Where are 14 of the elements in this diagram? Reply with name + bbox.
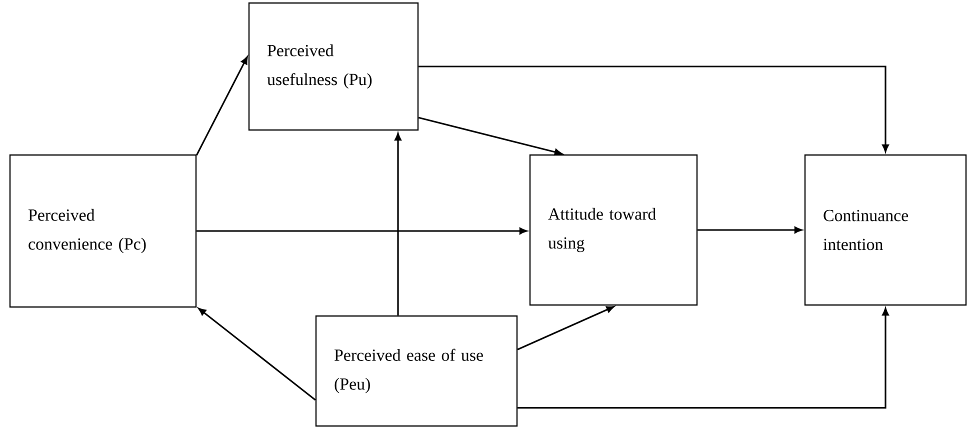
arrow <box>196 56 248 156</box>
arrow <box>698 226 802 234</box>
concept-box: Perceived convenience (Pc) <box>9 154 197 308</box>
arrow <box>418 116 562 156</box>
arrow <box>518 308 889 409</box>
arrow <box>198 308 316 401</box>
concept-box: Attitude toward using <box>529 154 698 306</box>
arrow <box>517 306 614 350</box>
arrow <box>394 132 402 316</box>
arrow <box>196 228 528 234</box>
arrow <box>418 66 889 152</box>
concept-box: Continuance intention <box>804 154 967 306</box>
concept-box: Perceived usefulness (Pu) <box>248 2 419 131</box>
concept-box: Perceived ease of use (Peu) <box>315 315 518 427</box>
